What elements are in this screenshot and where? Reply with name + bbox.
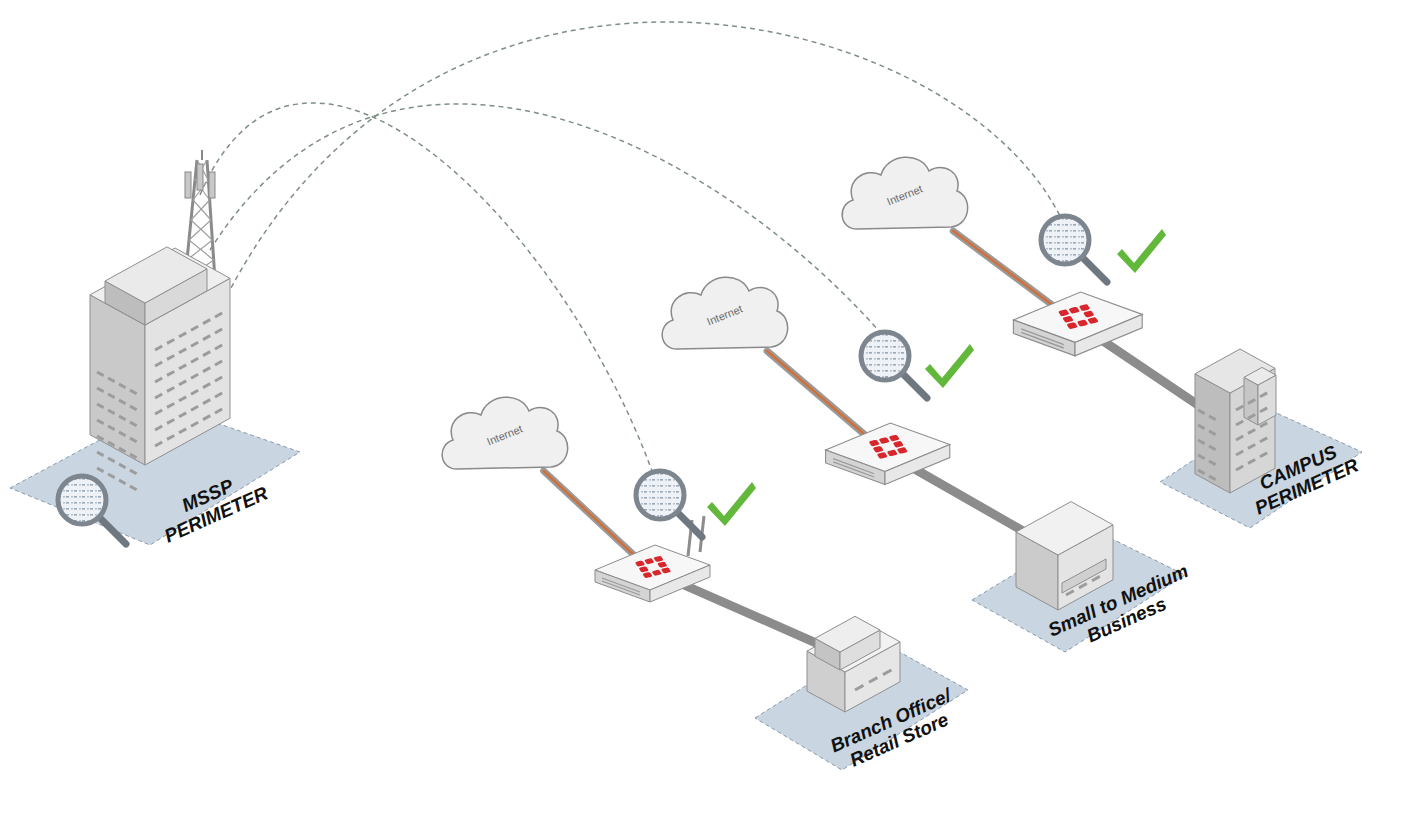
- firewall-device: [595, 545, 710, 602]
- magnifier-icon: [636, 471, 702, 537]
- check-mark: [1117, 229, 1166, 273]
- internet-cloud: Internet: [835, 145, 975, 245]
- magnifier-icon: [1041, 216, 1107, 282]
- site-building: Branch Office/ Retail Store: [800, 600, 910, 720]
- monitor-arc: [200, 103, 652, 471]
- monitor-arc: [215, 22, 1060, 320]
- site-building: CAMPUS PERIMETER: [1180, 365, 1290, 495]
- site-label: MSSP PERIMETER: [144, 460, 279, 550]
- network-link: [544, 471, 818, 644]
- internet-cloud: Internet: [435, 385, 575, 485]
- building-illustration: [85, 150, 245, 470]
- firewall-device: [1013, 292, 1142, 356]
- building-illustration: [800, 600, 910, 720]
- internet-cloud: Internet: [655, 265, 795, 365]
- check-mark: [707, 482, 756, 526]
- site-building: MSSP PERIMETER: [85, 150, 245, 470]
- monitor-arc: [210, 104, 880, 332]
- check-mark: [925, 344, 974, 388]
- magnifier-icon: [861, 332, 927, 398]
- magnifier-icon: [58, 476, 126, 544]
- firewall-device: [826, 423, 950, 485]
- site-building: Small to Medium Business: [1010, 495, 1120, 615]
